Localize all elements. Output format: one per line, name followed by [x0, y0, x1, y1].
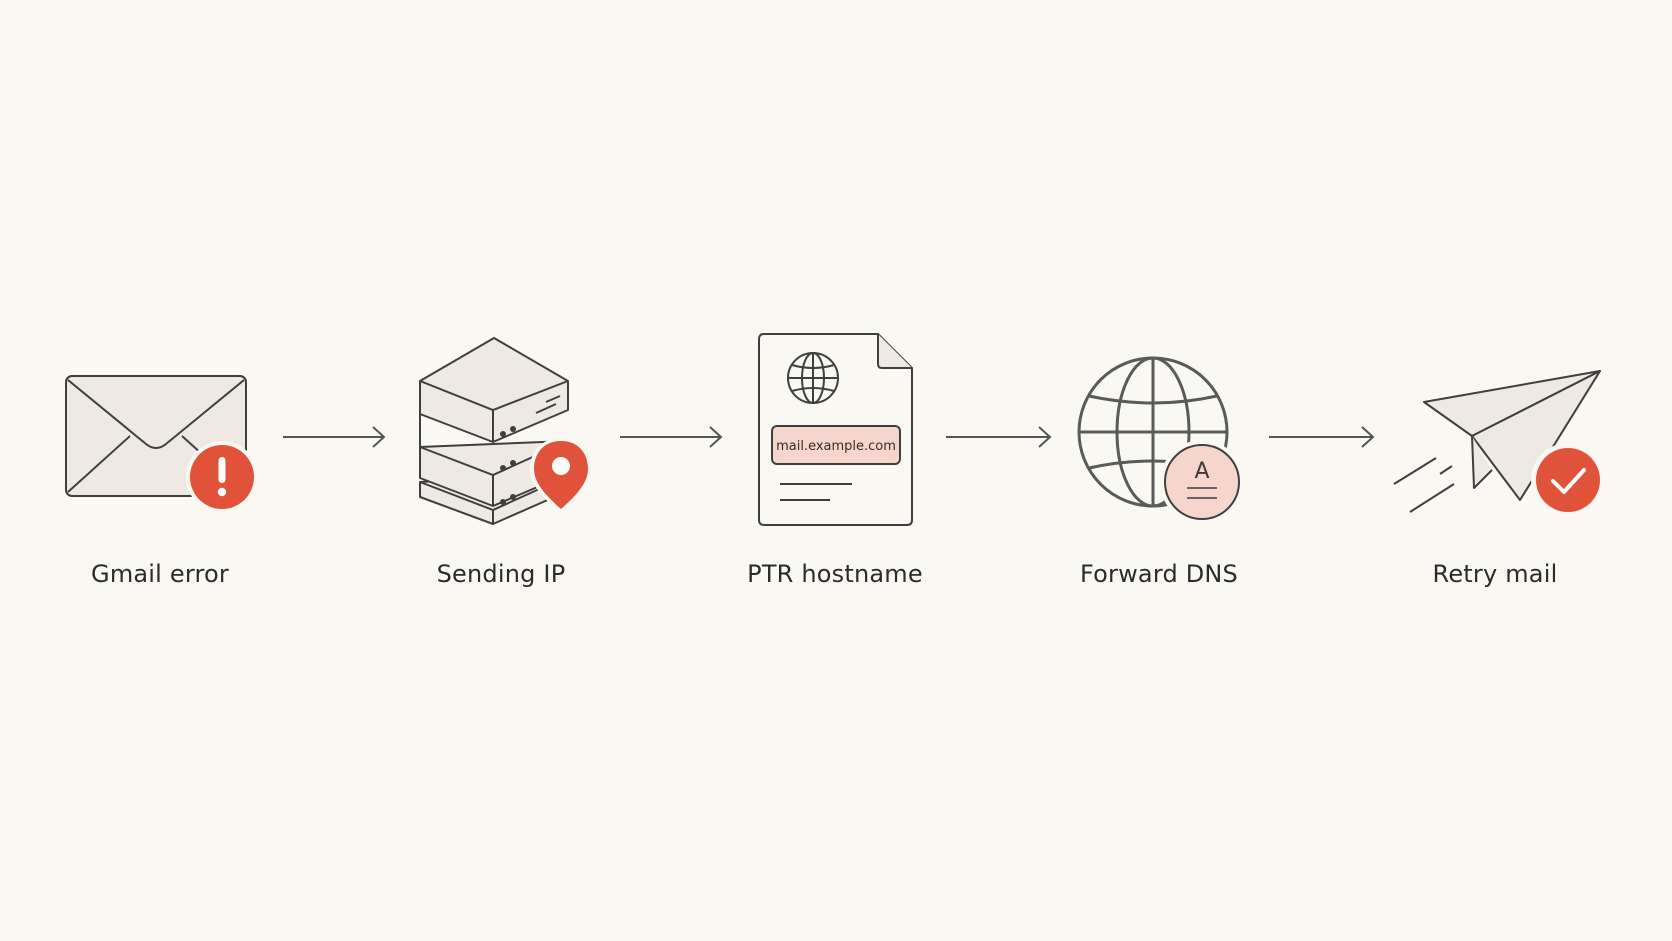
- server-stack-icon: [419, 337, 569, 525]
- hostname-box: mail.example.com: [771, 425, 901, 465]
- step-label-forward-dns: Forward DNS: [1079, 560, 1238, 588]
- hostname-text: mail.example.com: [776, 439, 896, 454]
- paper-plane-icon: [1393, 370, 1601, 513]
- alert-icon: [186, 441, 258, 513]
- arrow-icon: [1269, 426, 1375, 448]
- location-pin-icon: [530, 438, 592, 513]
- step-label-ptr-hostname: PTR hostname: [747, 560, 923, 588]
- arrow-icon: [946, 426, 1052, 448]
- arrow-icon: [620, 426, 723, 448]
- a-record-letter: A: [1194, 459, 1209, 484]
- step-label-sending-ip: Sending IP: [436, 560, 566, 588]
- arrow-icon: [283, 426, 386, 448]
- globe-icon: [1077, 356, 1229, 508]
- globe-icon: [787, 352, 839, 404]
- step-label-gmail-error: Gmail error: [91, 560, 229, 588]
- a-record-icon: A: [1160, 440, 1244, 524]
- step-label-retry-mail: Retry mail: [1432, 560, 1558, 588]
- checkmark-icon: [1531, 443, 1605, 517]
